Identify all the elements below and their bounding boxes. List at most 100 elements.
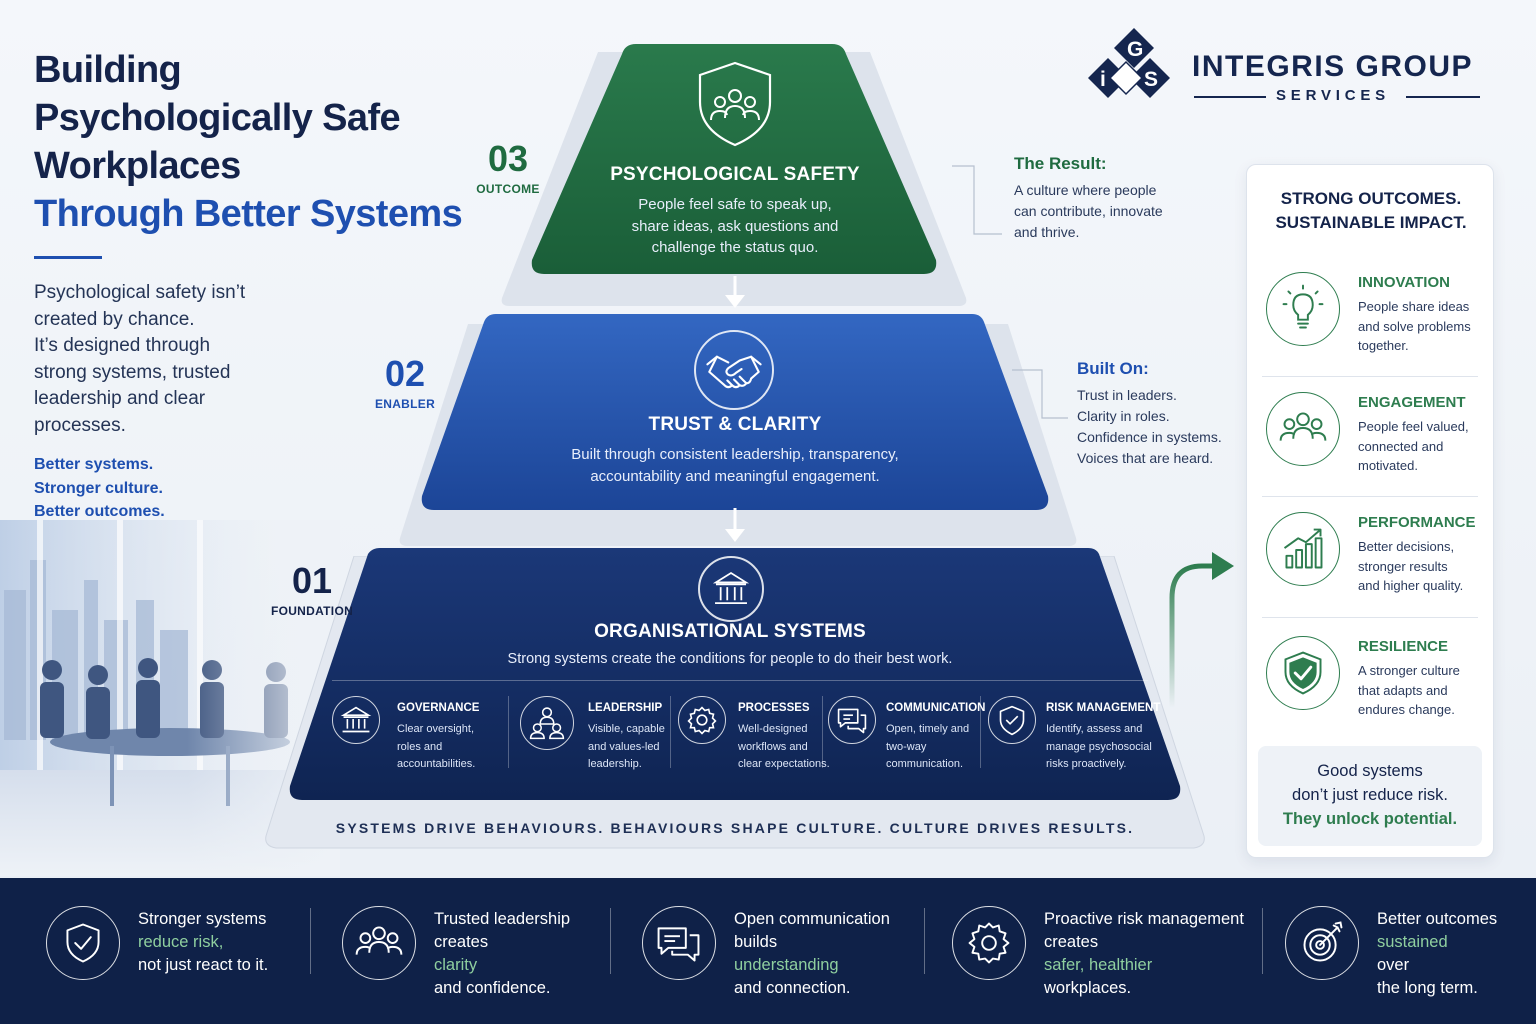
tier-outcome-desc-line: challenge the status quo. [651, 239, 819, 256]
pillar-desc-line: accountabilities. [397, 758, 476, 770]
pillar-desc-line: communication. [886, 758, 964, 770]
logo-letter: G [1127, 38, 1144, 61]
potential-line: Good systems [1317, 762, 1423, 780]
outcome-desc-line: endures change. [1358, 702, 1455, 717]
outcome-title: PERFORMANCE [1358, 514, 1476, 531]
callout-result-heading: The Result: [1014, 154, 1107, 173]
benefit-highlight: reduce risk, [138, 933, 224, 951]
benefit-line: and confidence. [434, 979, 551, 997]
tier-foundation-content: ORGANISATIONAL SYSTEMS Strong systems cr… [440, 621, 1020, 671]
callout-line: Voices that are heard. [1077, 450, 1214, 466]
hero-title: Building Psychologically Safe Workplaces… [34, 46, 474, 238]
panel-heading-line: SUSTAINABLE IMPACT. [1275, 213, 1467, 232]
pillar-communication: COMMUNICATION Open, timely and two-way c… [828, 694, 985, 774]
target-icon [1285, 906, 1359, 980]
pillar-governance: GOVERNANCE Clear oversight, roles and ac… [332, 694, 502, 774]
callout-result: The Result: A culture where people can c… [1014, 154, 1194, 243]
gear-icon [952, 906, 1026, 980]
pillar-title: RISK MANAGEMENT [1046, 702, 1161, 714]
chat-bubbles-icon [642, 906, 716, 980]
outcome-divider [1262, 376, 1478, 377]
benefit-line: Proactive risk management [1044, 910, 1244, 928]
pillar-desc-line: Identify, assess and [1046, 723, 1143, 735]
pillar-divider [822, 696, 823, 768]
outcome-desc: Better decisions, stronger results and h… [1358, 537, 1463, 596]
logo-letter: i [1100, 68, 1106, 91]
foundation-divider [332, 680, 1148, 681]
logo-brand-name: INTEGRIS GROUP [1192, 50, 1474, 83]
building-columns-icon [332, 696, 380, 744]
callout-line: Confidence in systems. [1077, 429, 1222, 445]
benefit-divider [310, 908, 311, 974]
tier-outcome-title: PSYCHOLOGICAL SAFETY [610, 164, 860, 185]
pillar-desc: Visible, capable and values-led leadersh… [588, 721, 665, 774]
benefit-line-suffix: over [1377, 956, 1410, 974]
outcome-resilience: RESILIENCE A stronger culture that adapt… [1266, 636, 1486, 746]
potential-message: Good systems don’t just reduce risk. The… [1258, 746, 1482, 846]
callout-built-on-heading: Built On: [1077, 359, 1149, 378]
institution-icon [698, 556, 764, 622]
benefit-safer-workplaces: Proactive risk management creates safer,… [952, 906, 1252, 997]
benefit-highlight: clarity [434, 956, 478, 974]
benefit-clarity: Trusted leadership creates clarity and c… [342, 906, 592, 997]
outcome-desc: People feel valued, connected and motiva… [1358, 417, 1469, 476]
benefit-text: Better outcomes sustained over the long … [1377, 908, 1497, 1000]
outcome-title: INNOVATION [1358, 274, 1450, 291]
pillar-desc-line: Clear oversight, [397, 723, 475, 735]
outcome-title: ENGAGEMENT [1358, 394, 1466, 411]
people-group-icon [1266, 392, 1340, 466]
logo-rule [1406, 96, 1480, 98]
hero-title-line: Psychologically Safe [34, 97, 401, 139]
logo-letter: S [1144, 68, 1159, 91]
tier-foundation-desc: Strong systems create the conditions for… [507, 651, 953, 667]
intro-line: strong systems, trusted [34, 361, 231, 383]
shield-check-icon [46, 906, 120, 980]
people-group-icon [342, 906, 416, 980]
benefit-line: creates safer, healthier [1044, 931, 1244, 977]
outcome-engagement: ENGAGEMENT People feel valued, connected… [1266, 392, 1486, 502]
pillar-desc: Identify, assess and manage psychosocial… [1046, 721, 1152, 774]
hero-title-line: Building [34, 49, 182, 91]
tier-outcome-content: PSYCHOLOGICAL SAFETY People feel safe to… [560, 164, 910, 259]
pillar-desc-line: manage psychosocial [1046, 740, 1152, 753]
tier-enabler-desc-line: accountability and meaningful engagement… [590, 467, 880, 485]
benefit-highlight: understanding [734, 956, 839, 974]
intro-line: It’s designed through [34, 335, 211, 356]
logo-mark-icon [1088, 28, 1170, 98]
pillar-title: PROCESSES [738, 702, 810, 714]
outcome-desc-line: People share ideas [1358, 299, 1470, 314]
tier-foundation-number: 01 FOUNDATION [262, 562, 362, 619]
tagline: Better systems. [34, 456, 154, 473]
pillar-divider [670, 696, 671, 768]
hero-title-line: Workplaces [34, 145, 241, 187]
people-hierarchy-icon [520, 696, 574, 750]
pillar-title: GOVERNANCE [397, 702, 480, 714]
benefit-reduce-risk: Stronger systems reduce risk, not just r… [46, 906, 296, 990]
benefit-line: and connection. [734, 979, 851, 997]
intro-line: created by chance. [34, 308, 195, 330]
outcome-desc-line: Better decisions, [1358, 539, 1455, 554]
benefit-line: not just react to it. [138, 956, 269, 974]
pillar-desc-line: workflows and [738, 740, 808, 753]
pillar-desc-line: risks proactively. [1046, 758, 1127, 770]
pillar-risk-management: RISK MANAGEMENT Identify, assess and man… [988, 694, 1160, 774]
benefit-line: Trusted leadership [434, 910, 571, 928]
benefit-divider [610, 908, 611, 974]
title-divider [34, 256, 102, 259]
callout-line: A culture where people [1014, 182, 1157, 198]
handshake-icon [694, 330, 774, 410]
tier-foundation [288, 548, 1182, 804]
outcome-desc: People share ideas and solve problems to… [1358, 297, 1471, 356]
gear-icon [678, 696, 726, 744]
pillar-desc: Well-designed workflows and clear expect… [738, 721, 830, 774]
growth-chart-icon [1266, 512, 1340, 586]
tagline: Better outcomes. [34, 503, 165, 520]
outcome-desc-line: and higher quality. [1358, 578, 1464, 593]
intro-line: processes. [34, 414, 126, 436]
logo-rule [1194, 96, 1266, 98]
potential-highlight: They unlock potential. [1282, 810, 1458, 828]
outcome-desc-line: A stronger culture [1358, 663, 1460, 678]
tier-number-label: FOUNDATION [270, 604, 354, 618]
lightbulb-icon [1266, 272, 1340, 346]
callout-built-on-body: Trust in leaders. Clarity in roles. Conf… [1077, 385, 1247, 469]
